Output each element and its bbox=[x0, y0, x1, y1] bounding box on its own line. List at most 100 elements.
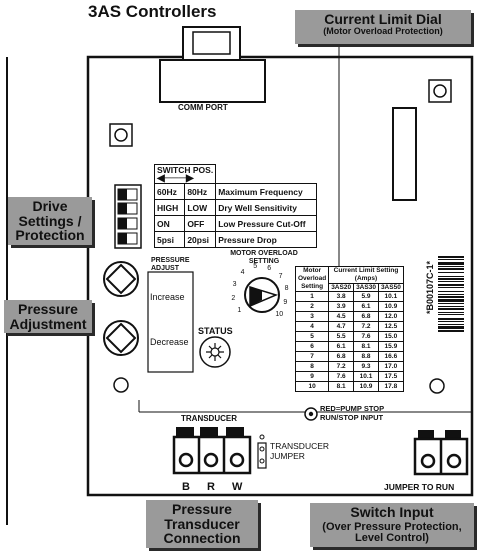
callout-current-limit-dial: Current Limit Dial (Motor Overload Prote… bbox=[295, 10, 471, 44]
switch-row-b: OFF bbox=[184, 215, 217, 232]
increase-label: Increase bbox=[150, 292, 185, 302]
limit-amps-cell: 7.2 bbox=[328, 361, 355, 372]
comm-port-housing bbox=[159, 59, 266, 103]
limit-setting-cell: 7 bbox=[294, 351, 330, 362]
limit-amps-cell: 10.1 bbox=[353, 371, 379, 382]
limit-amps-cell: 15.9 bbox=[377, 341, 404, 352]
dial-number: 4 bbox=[240, 269, 245, 277]
limit-setting-cell: 9 bbox=[294, 371, 330, 382]
dial-number: 9 bbox=[283, 299, 288, 307]
decrease-label: Decrease bbox=[150, 337, 189, 347]
limit-amps-cell: 8.1 bbox=[353, 341, 379, 352]
page-title: 3AS Controllers bbox=[88, 2, 217, 21]
limit-setting-header-2: Overload bbox=[298, 275, 327, 282]
increase-button-symbol bbox=[103, 261, 139, 297]
transducer-jumper-pins bbox=[257, 434, 267, 469]
limit-amps-cell: 7.6 bbox=[353, 331, 379, 342]
motor-overload-dial bbox=[244, 277, 280, 313]
switch-row-a: 60Hz bbox=[153, 183, 186, 200]
dial-number: 1 bbox=[237, 307, 242, 315]
transducer-label: TRANSDUCER bbox=[181, 414, 237, 423]
limit-setting-cell: 10 bbox=[294, 381, 330, 392]
limit-amps-cell: 6.8 bbox=[353, 311, 379, 322]
dip-switches bbox=[117, 188, 138, 245]
transducer-jumper-label: TRANSDUCER JUMPER bbox=[270, 441, 330, 461]
heatsink-component bbox=[392, 107, 417, 201]
limit-amps-cell: 6.8 bbox=[328, 351, 355, 362]
switch-table-header: SWITCH POS. bbox=[157, 165, 214, 175]
limit-group-units: (Amps) bbox=[354, 275, 378, 282]
limit-amps-cell: 12.5 bbox=[377, 321, 404, 332]
dial-number: 3 bbox=[232, 280, 237, 288]
limit-amps-cell: 10.9 bbox=[377, 301, 404, 312]
dial-number: 10 bbox=[275, 310, 284, 318]
switch-table-arrow: ◀───▶ bbox=[157, 173, 194, 184]
mount-hole-bottom-right bbox=[429, 378, 445, 394]
limit-setting-cell: 2 bbox=[294, 301, 330, 312]
dial-number: 6 bbox=[267, 264, 272, 272]
status-label: STATUS bbox=[198, 326, 233, 336]
dial-number: 5 bbox=[253, 263, 258, 271]
limit-amps-cell: 9.3 bbox=[353, 361, 379, 372]
limit-setting-cell: 6 bbox=[294, 341, 330, 352]
switch-row-b: LOW bbox=[184, 199, 217, 216]
callout-current-limit-sub: (Motor Overload Protection) bbox=[323, 25, 443, 36]
terminal-r-label: R bbox=[207, 481, 215, 493]
limit-amps-cell: 8.1 bbox=[328, 381, 355, 392]
limit-amps-cell: 5.5 bbox=[328, 331, 355, 342]
switch-row-b: 80Hz bbox=[184, 183, 217, 200]
dial-number: 2 bbox=[231, 294, 236, 302]
pressure-adjust-box bbox=[147, 271, 194, 373]
transducer-terminal-block bbox=[172, 427, 252, 475]
limit-amps-cell: 5.9 bbox=[353, 291, 379, 302]
terminal-b-label: B bbox=[182, 481, 190, 493]
limit-setting-cell: 1 bbox=[294, 291, 330, 302]
current-limit-table: Motor Overload Setting Current Limit Set… bbox=[294, 266, 404, 392]
limit-amps-cell: 17.8 bbox=[377, 381, 404, 392]
callout-current-limit-title: Current Limit Dial bbox=[324, 11, 442, 27]
limit-model-header: 3AS20 bbox=[328, 283, 355, 292]
switch-row-a: ON bbox=[153, 215, 186, 232]
red-stop-label-2: RUN/STOP INPUT bbox=[320, 413, 384, 422]
limit-amps-cell: 3.8 bbox=[328, 291, 355, 302]
limit-amps-cell: 17.0 bbox=[377, 361, 404, 372]
switch-row-label: Low Pressure Cut-Off bbox=[215, 215, 318, 232]
jumper-to-run-label: JUMPER TO RUN bbox=[384, 482, 455, 492]
barcode bbox=[438, 256, 464, 332]
switch-table-header-cell: SWITCH POS. ◀───▶ bbox=[153, 164, 217, 184]
callout-drive-settings: Drive Settings / Protection bbox=[8, 197, 92, 246]
limit-amps-cell: 12.0 bbox=[377, 311, 404, 322]
limit-amps-cell: 7.6 bbox=[328, 371, 355, 382]
limit-setting-cell: 4 bbox=[294, 321, 330, 332]
switch-row-a: 5psi bbox=[153, 231, 186, 248]
limit-amps-cell: 10.1 bbox=[377, 291, 404, 302]
limit-setting-header-1: Motor bbox=[303, 267, 322, 274]
limit-model-header: 3AS30 bbox=[353, 283, 379, 292]
switch-row-label: Pressure Drop bbox=[215, 231, 318, 248]
limit-amps-cell: 7.2 bbox=[353, 321, 379, 332]
terminal-w-label: W bbox=[232, 481, 243, 493]
red-stop-label-1: RED=PUMP STOP bbox=[320, 404, 385, 413]
switch-row-label: Dry Well Sensitivity bbox=[215, 199, 318, 216]
switch-input-terminal-block bbox=[413, 430, 469, 476]
dial-number: 7 bbox=[278, 272, 283, 280]
limit-amps-cell: 15.0 bbox=[377, 331, 404, 342]
limit-group-title: Current Limit Setting bbox=[333, 267, 399, 274]
callout-switch-input-sub: (Over Pressure Protection, Level Control… bbox=[322, 520, 462, 545]
limit-amps-cell: 3.9 bbox=[328, 301, 355, 312]
dial-label: MOTOR OVERLOAD SETTING bbox=[230, 250, 298, 265]
switch-row-label: Maximum Frequency bbox=[215, 183, 318, 200]
limit-amps-cell: 10.9 bbox=[353, 381, 379, 392]
callout-pressure-transducer: Pressure Transducer Connection bbox=[146, 500, 258, 549]
